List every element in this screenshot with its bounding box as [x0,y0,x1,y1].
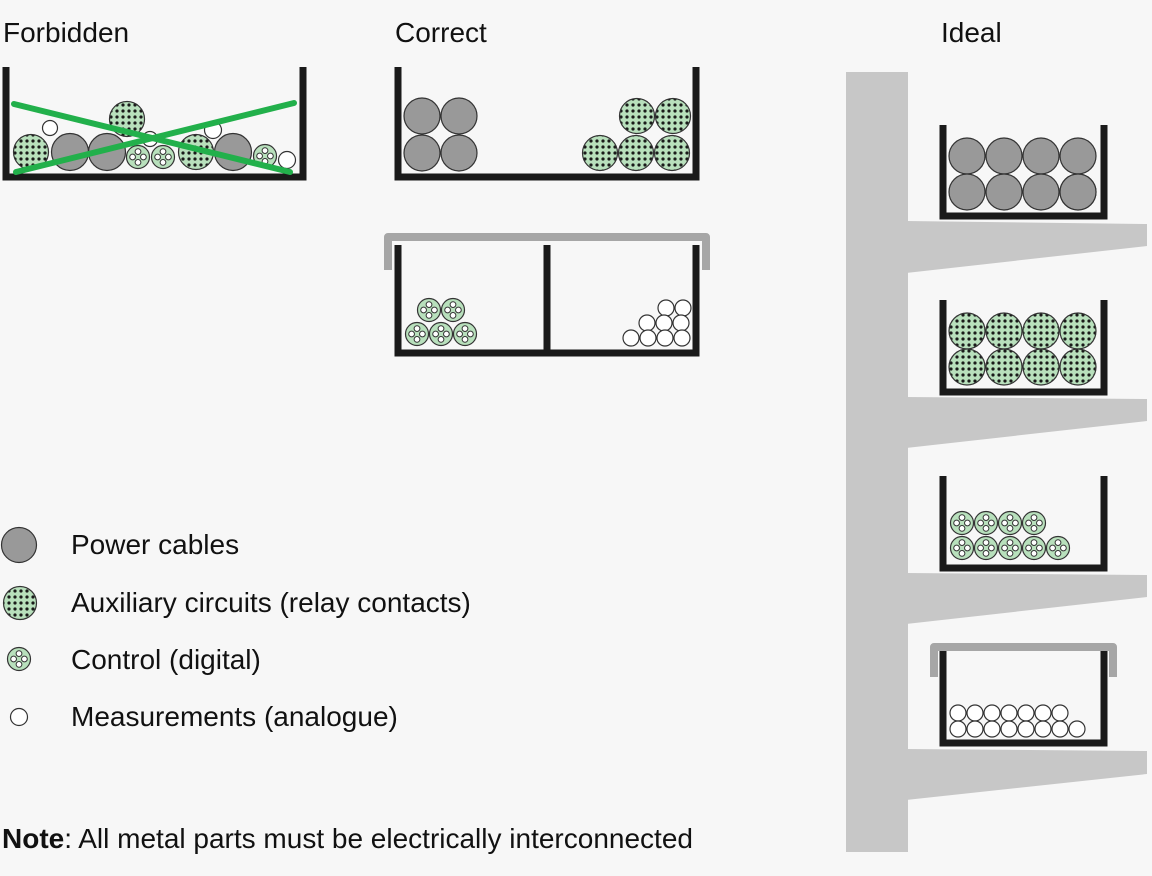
ideal-control-cable [1021,535,1047,561]
correct-aux-cable [618,97,656,135]
ideal-control-cable [997,535,1023,561]
heading-ideal: Ideal [941,17,1002,48]
correct-measure-cable [622,329,640,347]
ideal-aux-cable [985,348,1023,386]
legend-icon-control [6,646,32,672]
ideal-control-cable [949,510,975,536]
legend-label-power: Power cables [71,529,240,560]
ideal-aux-cable [1022,312,1060,350]
heading-forbidden: Forbidden [3,17,130,48]
correct-measure-cable [674,299,692,317]
correct-control-cable [416,297,442,323]
correct-measure-cable [655,314,673,332]
forbidden-control-cable [125,144,151,170]
ideal-control-cable [973,535,999,561]
ideal-aux-cable [948,312,986,350]
ideal-measure-cable [1051,720,1069,738]
ideal-control-cable [997,510,1023,536]
correct-measure-cable [673,329,691,347]
ideal-control-cable [949,535,975,561]
correct-measure-cable [638,314,656,332]
ideal-power-cable [985,137,1023,175]
tray-ideal-measurement [939,651,1108,747]
correct-measure-cable [672,314,690,332]
tray-lid-correct [384,233,710,270]
correct-measure-cable [656,329,674,347]
correct-power-cable [403,97,441,135]
ideal-measure-cable [983,704,1001,722]
legend-icon-measurement [9,707,29,727]
ideal-power-cable [1059,137,1097,175]
correct-measure-cable [639,329,657,347]
ideal-power-cable [948,173,986,211]
ideal-aux-cable [1059,348,1097,386]
ideal-aux-cable [1059,312,1097,350]
footer-note: Note: All metal parts must be electrical… [2,822,693,856]
correct-control-cable [440,297,466,323]
legend-label-auxiliary: Auxiliary circuits (relay contacts) [71,587,471,618]
legend-label-control: Control (digital) [71,644,261,675]
ideal-aux-cable [948,348,986,386]
ideal-measure-cable [1068,720,1086,738]
ideal-control-cable [1045,535,1071,561]
correct-power-cable [403,134,441,172]
ideal-measure-cable [966,704,984,722]
correct-control-cable [452,321,478,347]
tray-frames-layer [2,67,1117,747]
ideal-measure-cable [1051,704,1069,722]
forbidden-measure-cable [41,119,59,137]
ideal-power-cable [985,173,1023,211]
legend-icon-auxiliary [2,585,38,621]
tray-lid-ideal [930,643,1117,677]
correct-control-cable [404,321,430,347]
tray-ideal-auxiliary [939,300,1108,396]
ideal-power-cable [1022,173,1060,211]
ideal-power-cable [1022,137,1060,175]
ideal-measure-cable [949,720,967,738]
tray-forbidden [2,67,307,181]
correct-aux-cable [653,134,691,172]
ideal-measure-cable [1034,720,1052,738]
ideal-control-cable [973,510,999,536]
ideal-measure-cable [1017,704,1035,722]
ideal-aux-cable [985,312,1023,350]
ideal-measure-cable [1017,720,1035,738]
ideal-control-cable [1021,510,1047,536]
ideal-measure-cable [1000,704,1018,722]
ideal-measure-cable [949,704,967,722]
correct-power-cable [440,97,478,135]
ideal-aux-cable [1022,348,1060,386]
cables-layer [12,97,1097,738]
forbidden-cross-mark [11,100,297,175]
forbidden-power-cable [50,132,90,172]
correct-aux-cable [617,134,655,172]
heading-correct: Correct [395,17,487,48]
ideal-support-rack [846,72,1147,852]
correct-power-cable [440,134,478,172]
tray-ideal-control [939,476,1108,572]
correct-control-cable [428,321,454,347]
ideal-measure-cable [1000,720,1018,738]
ideal-power-cable [1059,173,1097,211]
legend-icon-power [0,526,38,564]
note-label: Note [2,823,65,854]
ideal-measure-cable [966,720,984,738]
correct-aux-cable [581,134,619,172]
ideal-power-cable [948,137,986,175]
forbidden-measure-cable [277,150,297,170]
forbidden-control-cable [150,144,176,170]
ideal-measure-cable [1034,704,1052,722]
ideal-measure-cable [983,720,1001,738]
note-text: : All metal parts must be electrically i… [64,823,693,854]
correct-aux-cable [654,97,692,135]
tray-correct-shared [394,67,700,181]
tray-ideal-power [939,125,1108,220]
legend-label-measurement: Measurements (analogue) [71,701,398,732]
legend-icons [0,526,38,727]
correct-measure-cable [657,299,675,317]
